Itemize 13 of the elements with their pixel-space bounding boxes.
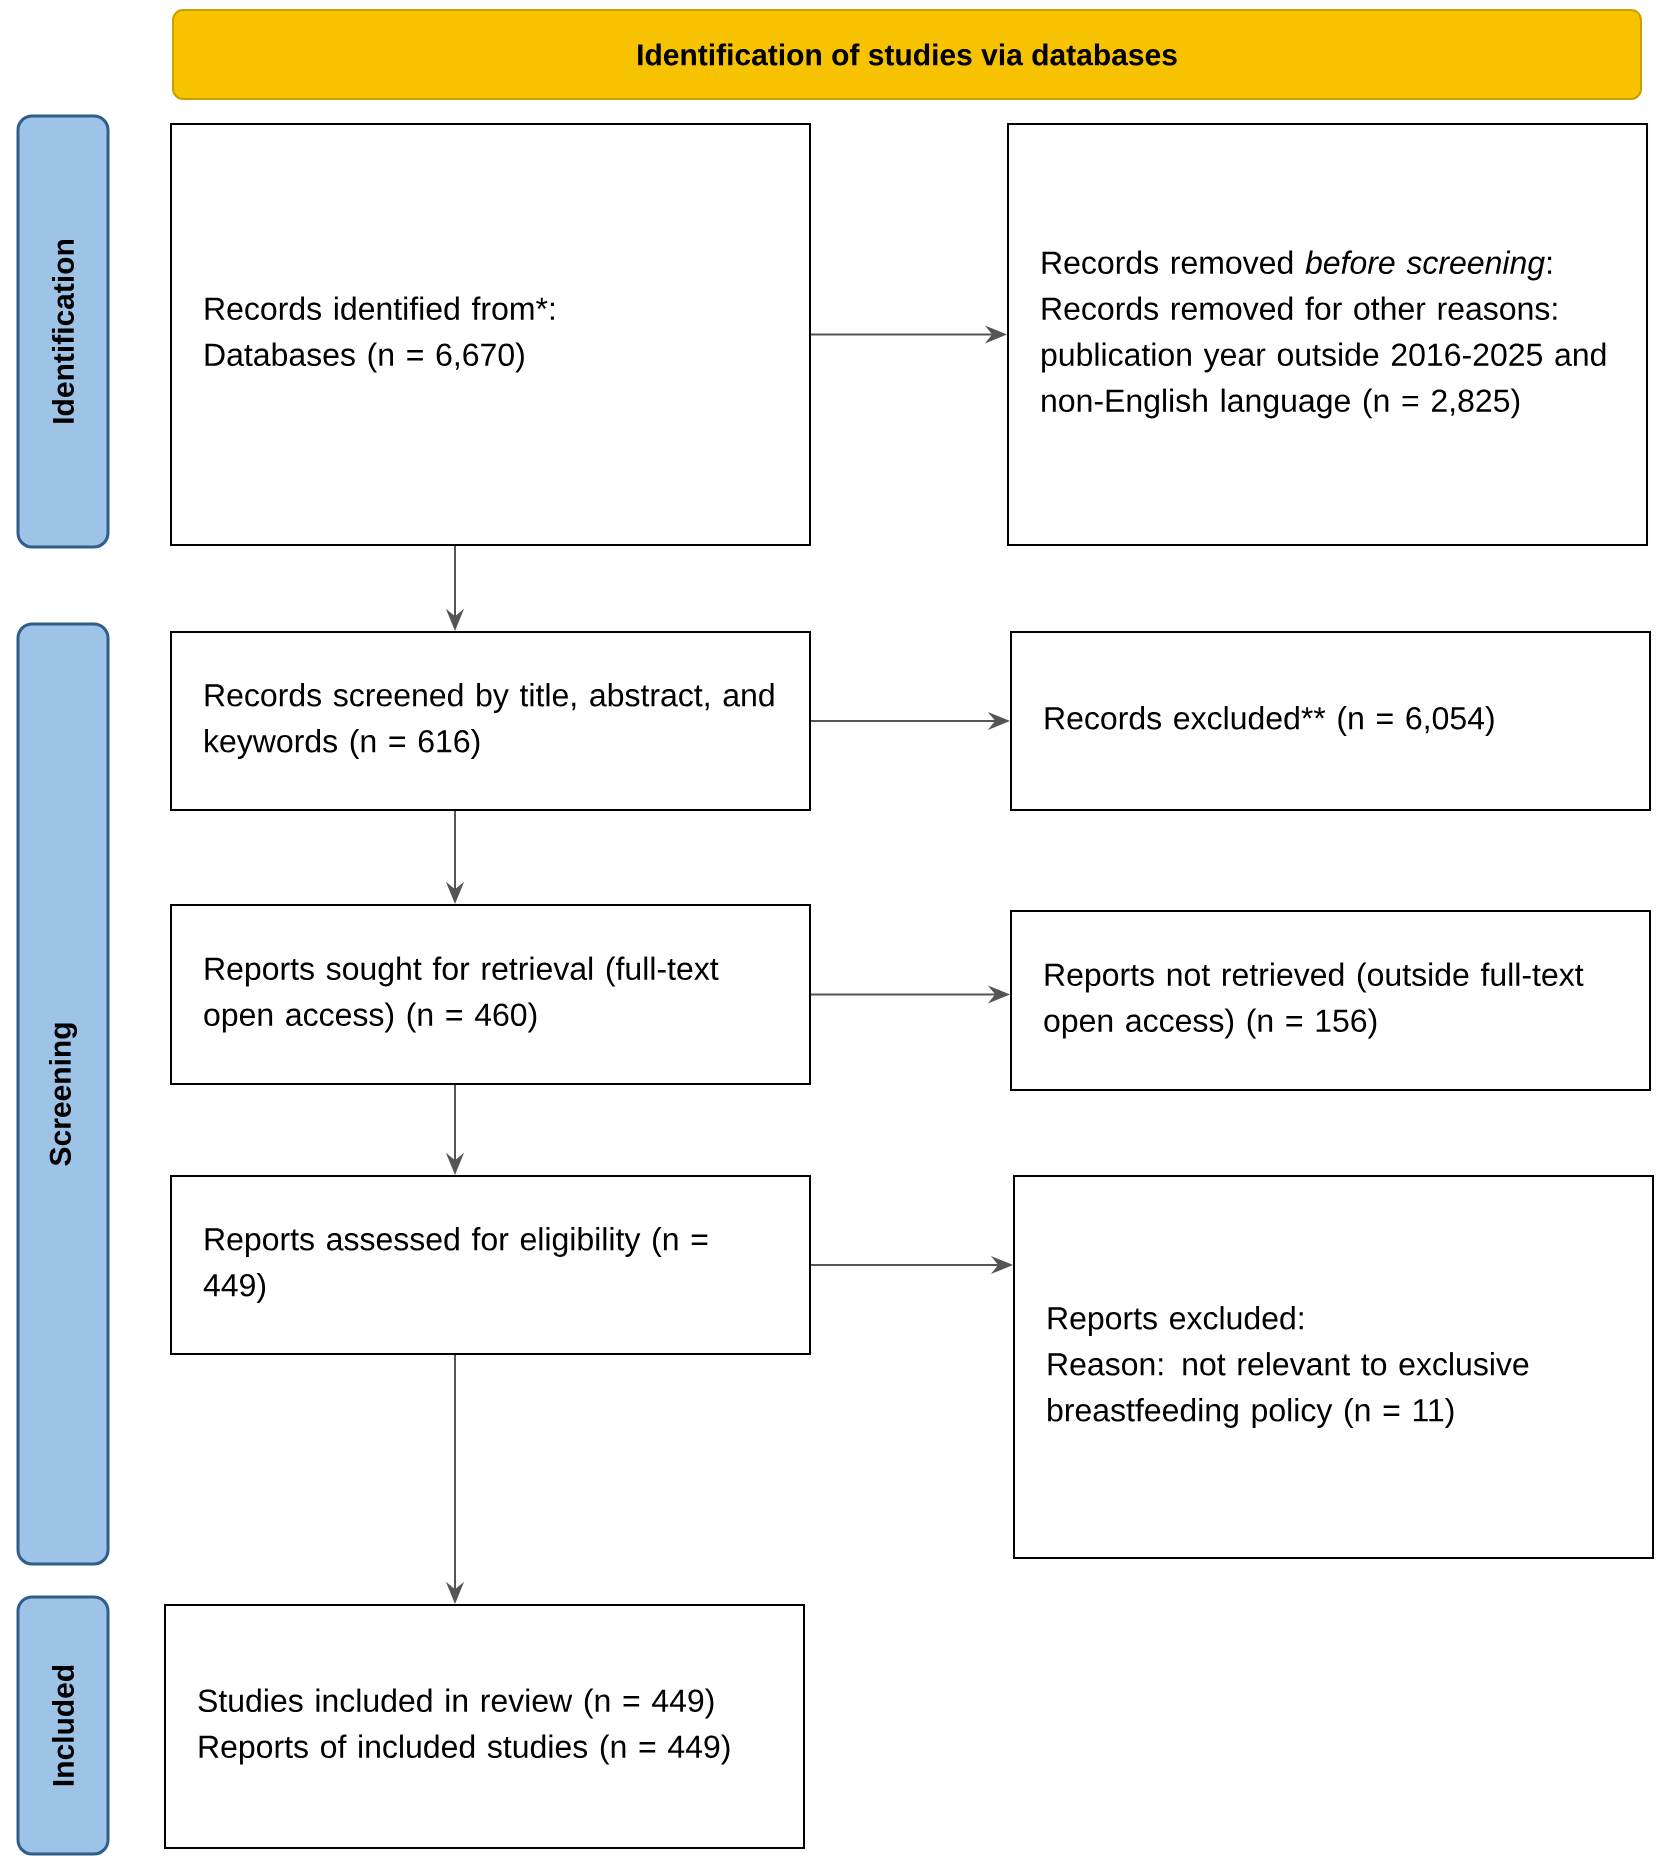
process-box: Records identified from*: Databases (n = 6,670)	[170, 123, 811, 546]
process-box: Records screened by title, abstract, and keywords (n = 616)	[170, 631, 811, 811]
process-box: Reports not retrieved (outside full-text open access) (n = 156)	[1010, 910, 1651, 1091]
process-box: Studies included in review (n = 449) Reports of included studies (n = 449)	[164, 1604, 805, 1849]
stage-band: Screening	[16, 622, 110, 1566]
process-box: Records removed before screening: Records removed for other reasons: publication year outside 2016-2025 and non-English language (n = 2,825)	[1007, 123, 1648, 546]
stage-band: Included	[16, 1595, 110, 1856]
process-box: Reports excluded: Reason: not relevant to exclusive breastfeeding policy (n = 11)	[1013, 1175, 1654, 1559]
process-box: Records excluded** (n = 6,054)	[1010, 631, 1651, 811]
stage-band: Identification	[16, 114, 110, 549]
process-box: Reports assessed for eligibility (n = 449)	[170, 1175, 811, 1355]
process-box: Reports sought for retrieval (full-text open access) (n = 460)	[170, 904, 811, 1085]
section-header: Identification of studies via databases	[172, 9, 1642, 100]
